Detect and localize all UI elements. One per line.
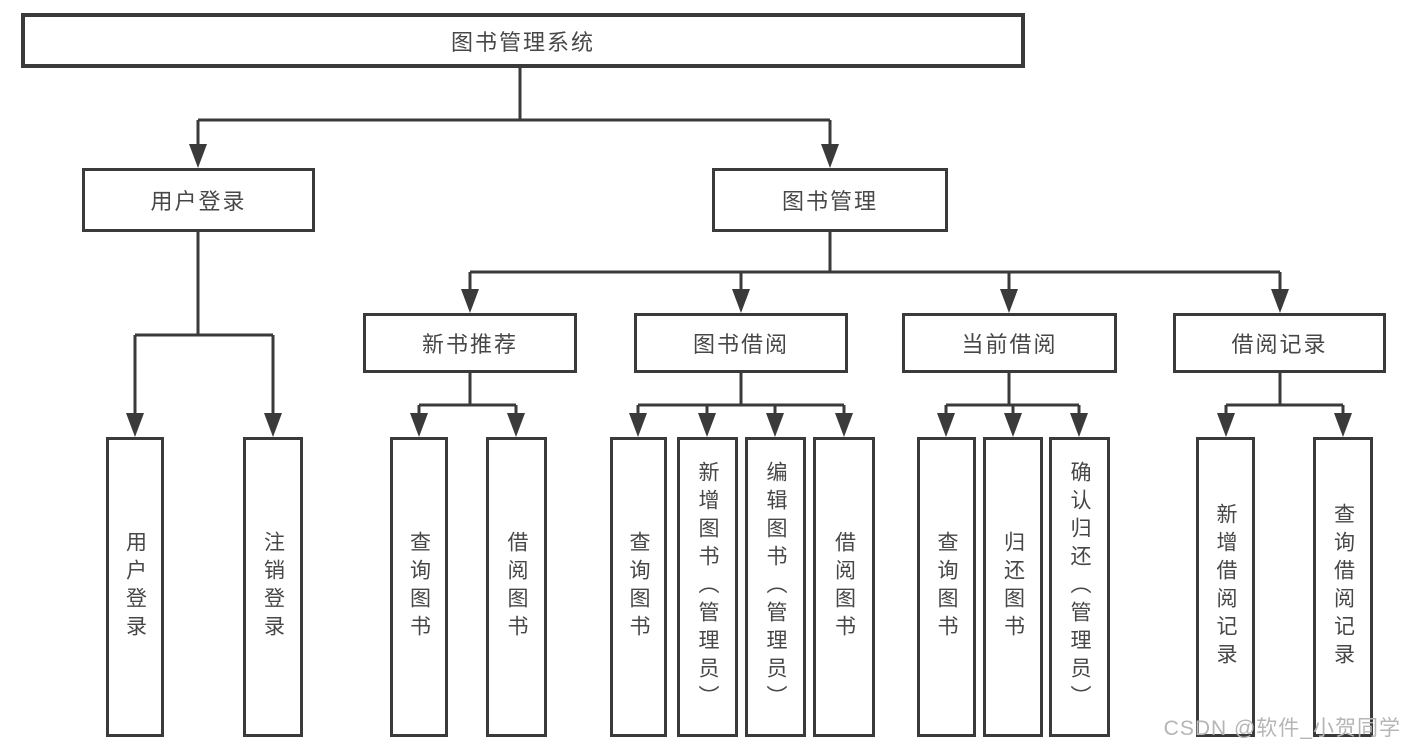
arrow-icon	[766, 413, 784, 437]
arrow-icon	[1217, 413, 1235, 437]
connector-current-borrow	[944, 373, 1081, 414]
leaf-query-books-recommend: 查询图书	[390, 437, 448, 737]
leaf-confirm-return-admin: 确认归还（管理员）	[1049, 437, 1110, 737]
leaf-return-books: 归还图书	[983, 437, 1043, 737]
leaf-user-login: 用户登录	[106, 437, 164, 737]
node-library-management-system: 图书管理系统	[21, 13, 1025, 68]
node-book-management: 图书管理	[712, 168, 948, 232]
connector-borrow-records	[1224, 373, 1345, 414]
arrow-icon	[507, 413, 525, 437]
arrow-icon	[1334, 413, 1352, 437]
arrow-icon	[1271, 289, 1289, 313]
arrow-icon	[264, 413, 282, 437]
leaf-logout: 注销登录	[243, 437, 303, 737]
arrow-icon	[698, 413, 716, 437]
node-borrow-records: 借阅记录	[1173, 313, 1386, 373]
arrowheads	[126, 144, 1352, 437]
arrow-icon	[1004, 413, 1022, 437]
node-book-borrow: 图书借阅	[634, 313, 848, 373]
node-user-login: 用户登录	[82, 168, 315, 232]
node-current-borrow: 当前借阅	[902, 313, 1117, 373]
arrow-icon	[821, 144, 839, 168]
arrow-icon	[410, 413, 428, 437]
connector-new-book-recommend	[417, 373, 518, 414]
leaf-query-books-borrow: 查询图书	[610, 437, 667, 737]
leaf-add-books-admin: 新增图书（管理员）	[677, 437, 738, 737]
arrow-icon	[835, 413, 853, 437]
leaf-query-borrow-record: 查询借阅记录	[1313, 437, 1373, 737]
leaf-borrow-books: 借阅图书	[813, 437, 875, 737]
connector-user-login	[133, 232, 275, 414]
watermark: CSDN @软件_小贺同学	[1163, 717, 1401, 740]
arrow-icon	[629, 413, 647, 437]
connector-root	[196, 68, 832, 146]
leaf-borrow-books-recommend: 借阅图书	[486, 437, 547, 737]
leaf-edit-books-admin: 编辑图书（管理员）	[745, 437, 806, 737]
leaf-query-books-current: 查询图书	[917, 437, 976, 737]
arrow-icon	[732, 289, 750, 313]
connector-book-management	[468, 232, 1282, 290]
arrow-icon	[937, 413, 955, 437]
arrow-icon	[461, 289, 479, 313]
arrow-icon	[189, 144, 207, 168]
connector-book-borrow	[636, 373, 846, 414]
arrow-icon	[1000, 289, 1018, 313]
node-new-book-recommend: 新书推荐	[363, 313, 577, 373]
leaf-add-borrow-record: 新增借阅记录	[1196, 437, 1255, 737]
arrow-icon	[126, 413, 144, 437]
arrow-icon	[1070, 413, 1088, 437]
